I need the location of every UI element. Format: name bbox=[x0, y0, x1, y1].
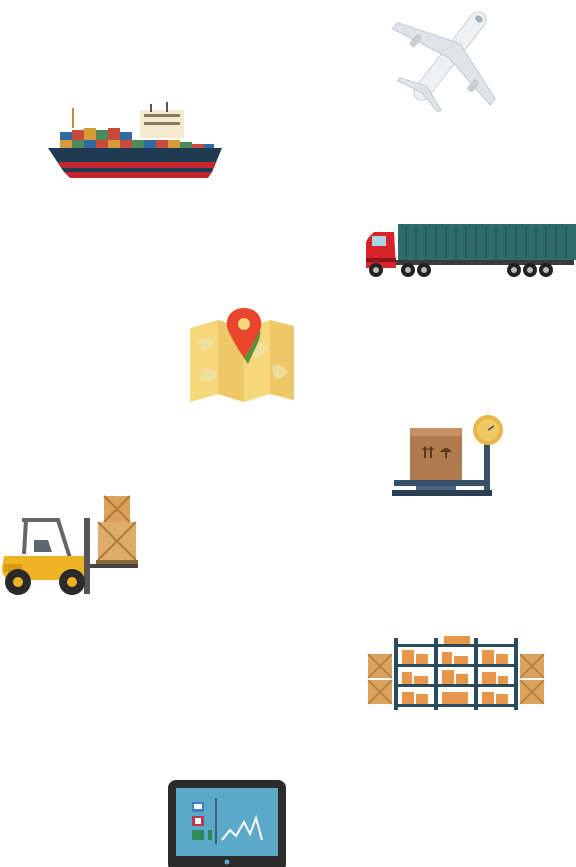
warehouse-shelves-icon bbox=[367, 636, 545, 710]
cargo-ship-icon bbox=[48, 102, 222, 178]
analytics-tablet-icon bbox=[168, 780, 286, 867]
map-pin-icon bbox=[190, 308, 294, 402]
package-scale-icon bbox=[392, 415, 503, 496]
forklift-icon bbox=[2, 495, 138, 595]
airplane-icon bbox=[391, 11, 496, 112]
container-truck-icon bbox=[366, 224, 576, 277]
